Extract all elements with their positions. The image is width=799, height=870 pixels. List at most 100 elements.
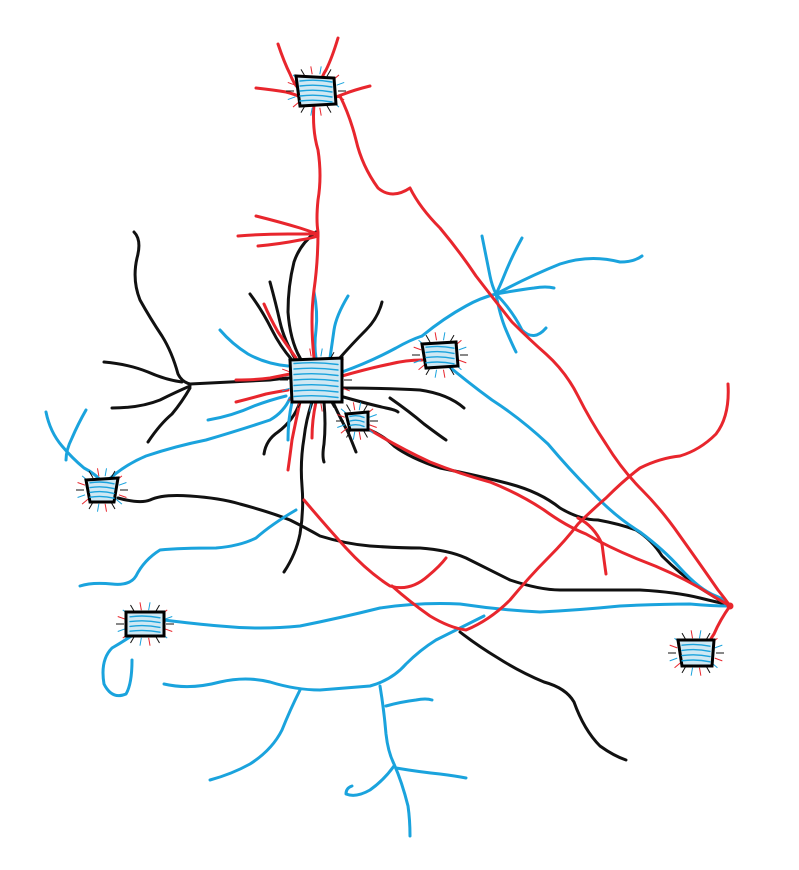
box-hatch-line [293,395,339,399]
black-branch-topright [336,300,384,362]
box-fringe-line [340,427,348,434]
box-fringe-line [363,404,368,412]
box-fringe-line [413,346,422,351]
box-fringe-line [139,637,142,646]
blue-branch-to-right-box [340,334,424,374]
box-fringe-line [96,468,100,477]
box-hatch-line [293,384,339,388]
blue-branch-left-to-lower-box [78,508,298,588]
box-fringe-line [297,352,303,360]
box-fringe-line [690,630,694,639]
box-hatch-line [299,84,333,88]
red-branch-long-diag [302,498,448,590]
box-fringe-line [319,66,322,75]
box-fringe-line [674,662,682,669]
blue-branch-node-to-main [102,396,292,486]
black-branch-to-node-left [116,494,728,606]
box-lower-left [116,602,174,646]
box-fringe-line [425,334,431,343]
box-bottom-right [668,630,724,676]
blue-branch-star-1 [420,292,498,338]
blue-branch-bottom-mid-right [394,766,468,780]
black-branch-left-lower1 [110,384,192,410]
box-fringe-line [346,404,351,412]
blue-branch-star-ul [480,234,498,296]
box-fringe-line [287,81,296,86]
box-right [412,332,468,378]
box-hatch-line [299,89,333,93]
box-fringe-line [139,602,142,611]
box-hatch-line [425,356,455,360]
box-fringe-line [336,81,345,86]
red-branch-top-right-long [338,94,732,608]
black-branch-down2 [282,400,314,574]
box-fringe-line [342,387,350,392]
box-hatch-line [293,389,339,393]
box-hatch-line [681,648,711,653]
box-hatch-line [129,624,161,629]
red-junction-dot [726,602,734,610]
blue-branch-star-r [494,254,644,296]
blue-branch-left-top [44,410,106,486]
box-top [286,66,346,116]
box-fringe-line [326,105,332,113]
box-fringe-line [434,332,438,341]
box-hatch-line [89,486,115,490]
blue-branch-lower-box-right [162,602,730,630]
red-branch-long-diag2 [390,382,730,632]
black-branch-left-mid [102,360,184,384]
box-fringe-line [342,368,350,373]
black-branch-down1 [262,400,302,456]
box-fringe-line [434,369,438,378]
box-fringe-line [77,494,86,498]
box-fringe-line [413,359,422,364]
box-fringe-line [104,503,108,512]
box-fringe-line [352,402,356,411]
red-branch-node-right-down [706,604,732,646]
box-fringe-line [698,667,702,676]
blue-branch-main-topleft [218,328,290,368]
box-outline [676,638,716,668]
box-fringe-line [358,431,362,440]
red-branch-arrow1 [254,214,320,236]
red-branches [234,36,732,646]
box-fringe-line [110,470,116,479]
box-fringe-line [148,637,151,646]
red-branch-top-far-left [254,86,300,98]
box-fringe-line [714,657,723,662]
box-fringe-line [287,96,296,101]
box-hatch-line [425,361,455,365]
box-fringe-line [369,414,377,418]
box-hatch-line [425,345,455,349]
box-small [336,402,378,440]
blue-branch-main-top2 [328,294,350,360]
box-hatch-line [681,654,711,658]
box-fringe-line [449,367,455,376]
blue-branch-main-down [286,400,294,442]
box-fringe-line [346,430,351,438]
box-left [76,468,128,512]
blue-branch-star-r2 [494,285,556,296]
box-fringe-line [320,403,323,412]
box-main [280,348,352,412]
box-fringe-line [118,482,127,486]
box-hatch-line [293,378,339,382]
box-hatch-line [293,373,339,377]
box-fringe-line [358,402,362,411]
box-fringe-line [320,348,323,357]
blue-branch-bottom-mid-upright [384,697,434,708]
red-branch-main-topleft [262,302,298,360]
box-fringe-line [310,107,313,116]
red-branch-main-down2 [310,400,318,440]
box-fringe-line [418,364,426,371]
black-branches [102,230,728,762]
box-fringe-line [309,348,312,357]
red-branch-top-right [320,36,340,82]
box-fringe-line [310,66,313,75]
blue-branches [44,234,730,838]
box-fringe-line [442,369,446,378]
box-fringe-line [698,630,702,639]
box-fringe-line [148,602,151,611]
box-fringe-line [77,482,86,486]
